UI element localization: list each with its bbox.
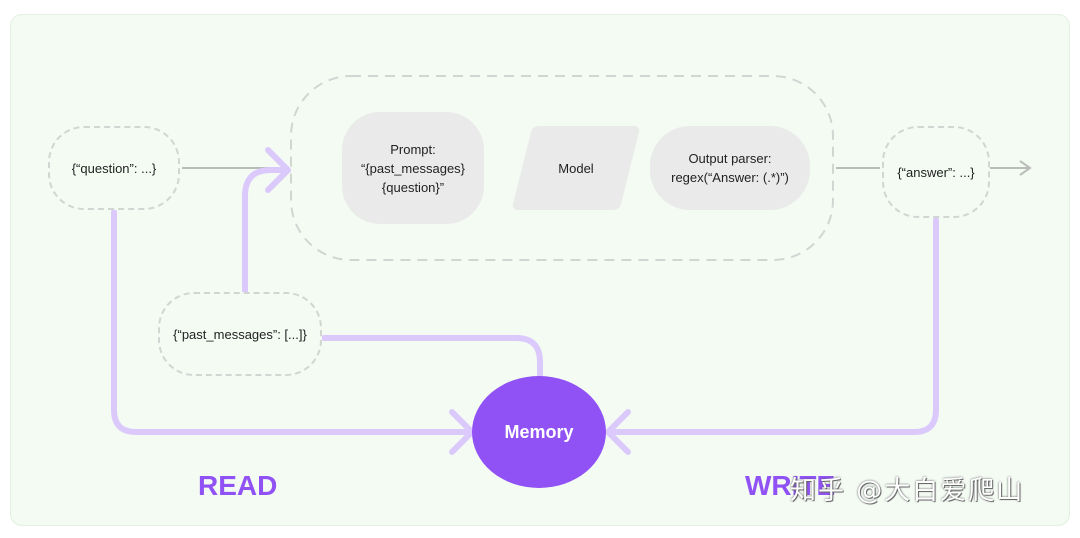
read-label: READ — [198, 470, 278, 501]
answer-output-label: {“answer”: ...} — [897, 164, 975, 180]
model-label: Model — [558, 160, 594, 176]
prompt-template-line2: {question}” — [381, 179, 445, 195]
watermark: 知乎 @大白爱爬山 — [790, 476, 1025, 506]
read-wire — [111, 209, 473, 435]
chain-container — [290, 75, 834, 261]
question-input-label: {“question”: ...} — [71, 160, 157, 176]
answer-output-node: {“answer”: ...} — [882, 126, 990, 218]
memory-node: Memory — [472, 376, 606, 488]
prompt-title: Prompt: — [390, 141, 436, 157]
write-arrowhead — [605, 409, 631, 455]
output-parser-regex: regex(“Answer: (.*)”) — [671, 170, 789, 185]
prompt-node: Prompt: “{past_messages} {question}” — [342, 112, 484, 224]
model-node: Model — [511, 126, 641, 210]
write-wire — [607, 217, 939, 435]
past-messages-label: {“past_messages”: [...]} — [173, 326, 307, 342]
past-messages-node: {“past_messages”: [...]} — [158, 292, 322, 376]
past-messages-to-chain-wire — [242, 167, 289, 295]
output-parser-title: Output parser: — [688, 151, 772, 166]
memory-label: Memory — [504, 421, 574, 442]
answer-output-arrowhead — [1019, 160, 1032, 176]
question-input-node: {“question”: ...} — [48, 126, 180, 210]
memory-to-past-messages-wire — [321, 335, 543, 383]
past-messages-arrowhead — [265, 147, 291, 193]
prompt-template-line1: “{past_messages} — [360, 160, 466, 176]
output-parser-node: Output parser: regex(“Answer: (.*)”) — [650, 126, 810, 210]
write-label: WRITE — [745, 470, 836, 501]
